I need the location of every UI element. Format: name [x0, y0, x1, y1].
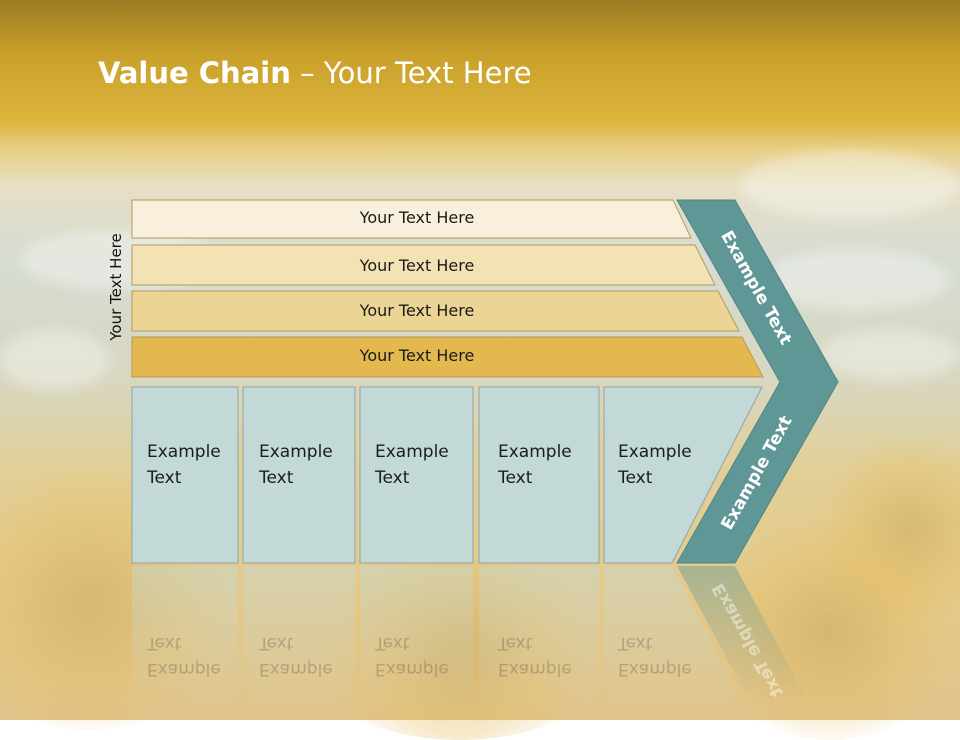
box-3-line1: Example — [375, 442, 449, 462]
box-5-line1: Example — [618, 442, 692, 462]
title-rest: – Your Text Here — [290, 56, 532, 90]
box-2-line2: Text — [259, 468, 294, 488]
bar-3-label: Your Text Here — [359, 301, 475, 320]
page-title: Value Chain – Your Text Here — [98, 56, 532, 90]
box-1-reflection — [132, 566, 238, 716]
box-4 — [478, 386, 600, 564]
box-2-reflection — [243, 566, 355, 716]
box-4-reflection — [479, 566, 599, 716]
bar-1-label: Your Text Here — [359, 208, 475, 227]
chevron-reflection — [677, 566, 810, 705]
bar-2-label: Your Text Here — [359, 256, 475, 275]
box-2-line1: Example — [259, 442, 333, 462]
box-3 — [359, 386, 474, 564]
bar-3 — [131, 290, 740, 332]
value-chain-diagram — [131, 199, 839, 716]
bar-2 — [131, 244, 716, 286]
box-2 — [242, 386, 356, 564]
box-5 — [603, 386, 763, 564]
box-3-reflection — [360, 566, 473, 716]
bar-4 — [131, 336, 764, 378]
box-4-line2: Text — [498, 468, 533, 488]
box-3-line2: Text — [375, 468, 410, 488]
title-bold: Value Chain — [98, 56, 291, 90]
box-1 — [131, 386, 239, 564]
box-5-reflection — [604, 566, 750, 716]
box-1-line1: Example — [147, 442, 221, 462]
box-5-line2: Text — [618, 468, 653, 488]
box-1-line2: Text — [147, 468, 182, 488]
bar-1 — [131, 199, 692, 239]
bar-4-label: Your Text Here — [359, 346, 475, 365]
box-4-line1: Example — [498, 442, 572, 462]
